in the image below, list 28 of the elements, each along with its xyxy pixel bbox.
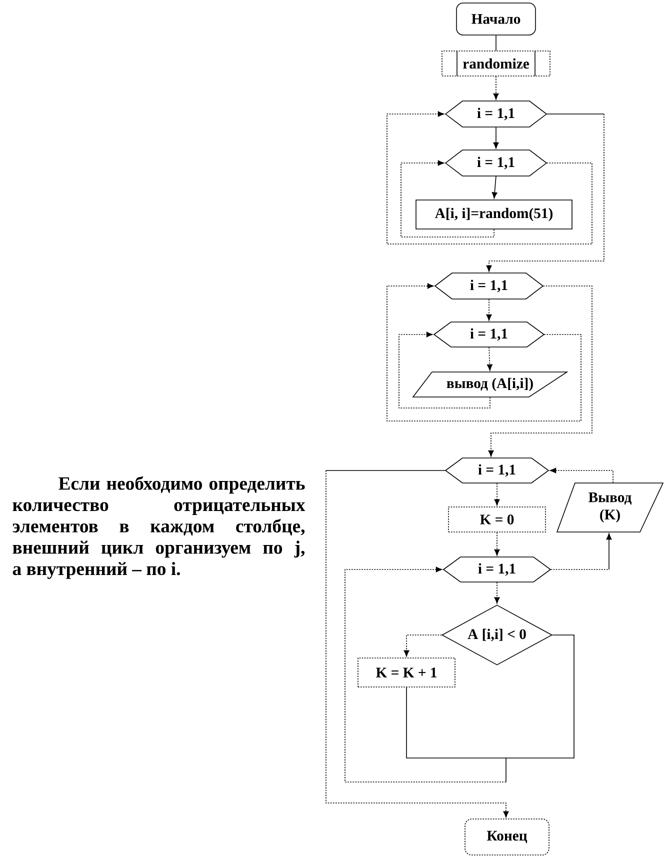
flow-line (506, 634, 574, 758)
flow-arrow (494, 482, 500, 506)
note-paragraph: Если необходимо определить количество отрицательных элементов в каждом столбце, внешний цикл организуем по j, а внутренний – по i. (12, 476, 306, 579)
flow-arrow (344, 566, 506, 782)
flow-arrow (550, 533, 612, 570)
subroutine-box: randomize (442, 50, 550, 76)
flow-arrow (494, 532, 500, 556)
flow-arrow (386, 111, 592, 244)
flow-arrow (493, 126, 499, 149)
flow-arrow (326, 470, 509, 818)
flow-arrow (492, 176, 498, 199)
flow-arrow (550, 468, 614, 484)
process-box: A[i, i]=random(51) (416, 200, 572, 230)
flow-arrow (494, 582, 500, 604)
terminal-box: Начало (456, 2, 536, 36)
process-box: K = K + 1 (358, 658, 456, 688)
flow-arrow (493, 76, 499, 100)
process-box: K = 0 (448, 506, 546, 532)
flow-arrow (488, 286, 592, 457)
terminal-box: Конец (464, 818, 550, 856)
flow-line (406, 687, 506, 758)
flow-arrow (398, 332, 490, 408)
flow-arrow (486, 346, 492, 371)
flow-arrow (404, 634, 442, 657)
flow-arrow (400, 160, 494, 238)
flow-arrow (486, 298, 492, 321)
flow-arrow (486, 114, 604, 272)
flow-arrow (386, 283, 582, 422)
